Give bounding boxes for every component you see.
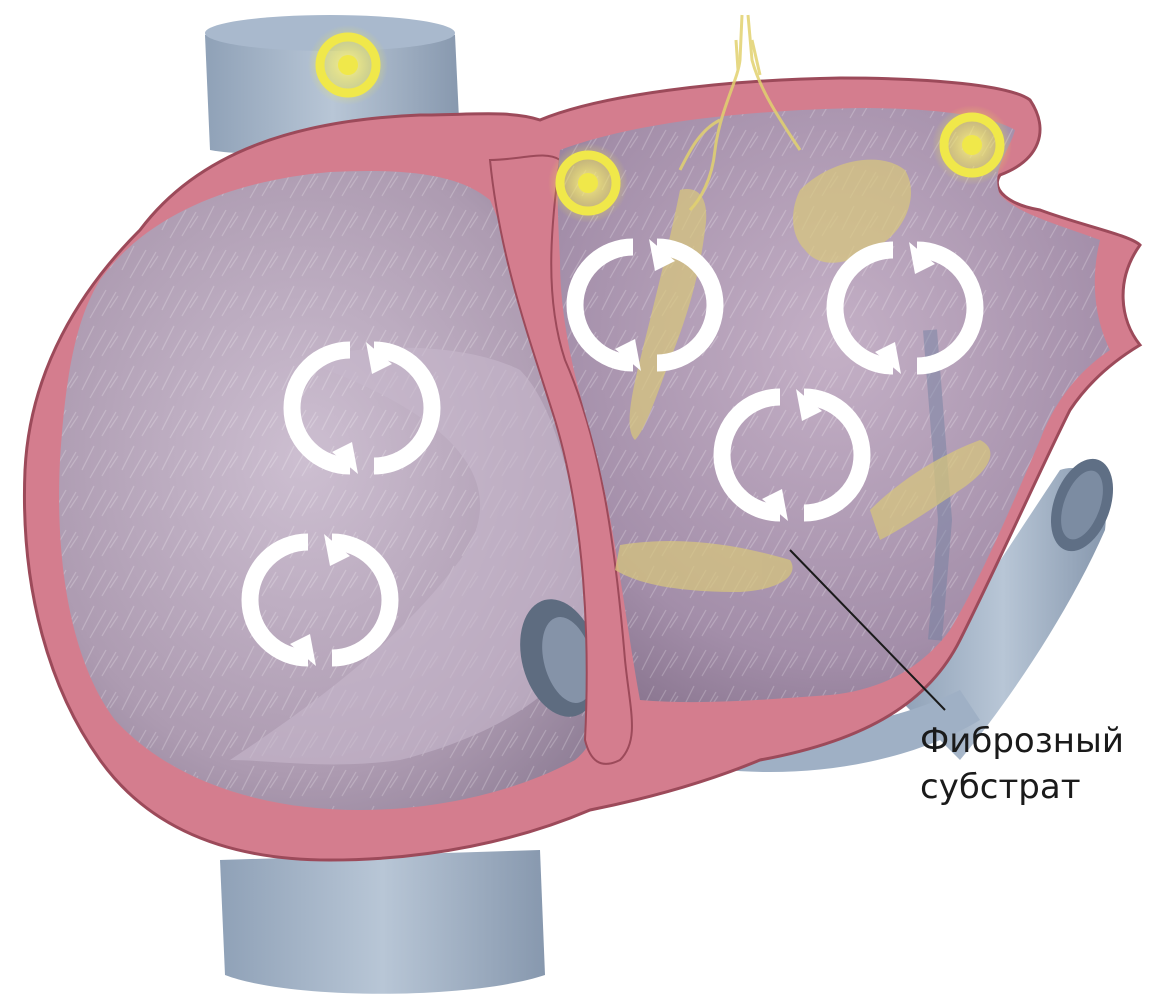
ectopic-focus-icon bbox=[308, 25, 388, 105]
ectopic-focus-icon bbox=[932, 105, 1012, 185]
fibrotic-substrate-label: Фиброзный субстрат bbox=[920, 718, 1124, 810]
inferior-vena-cava bbox=[220, 850, 545, 994]
callout-line-1: Фиброзный bbox=[920, 718, 1124, 764]
callout-line-2: субстрат bbox=[920, 764, 1124, 810]
ectopic-focus-icon bbox=[548, 143, 628, 223]
